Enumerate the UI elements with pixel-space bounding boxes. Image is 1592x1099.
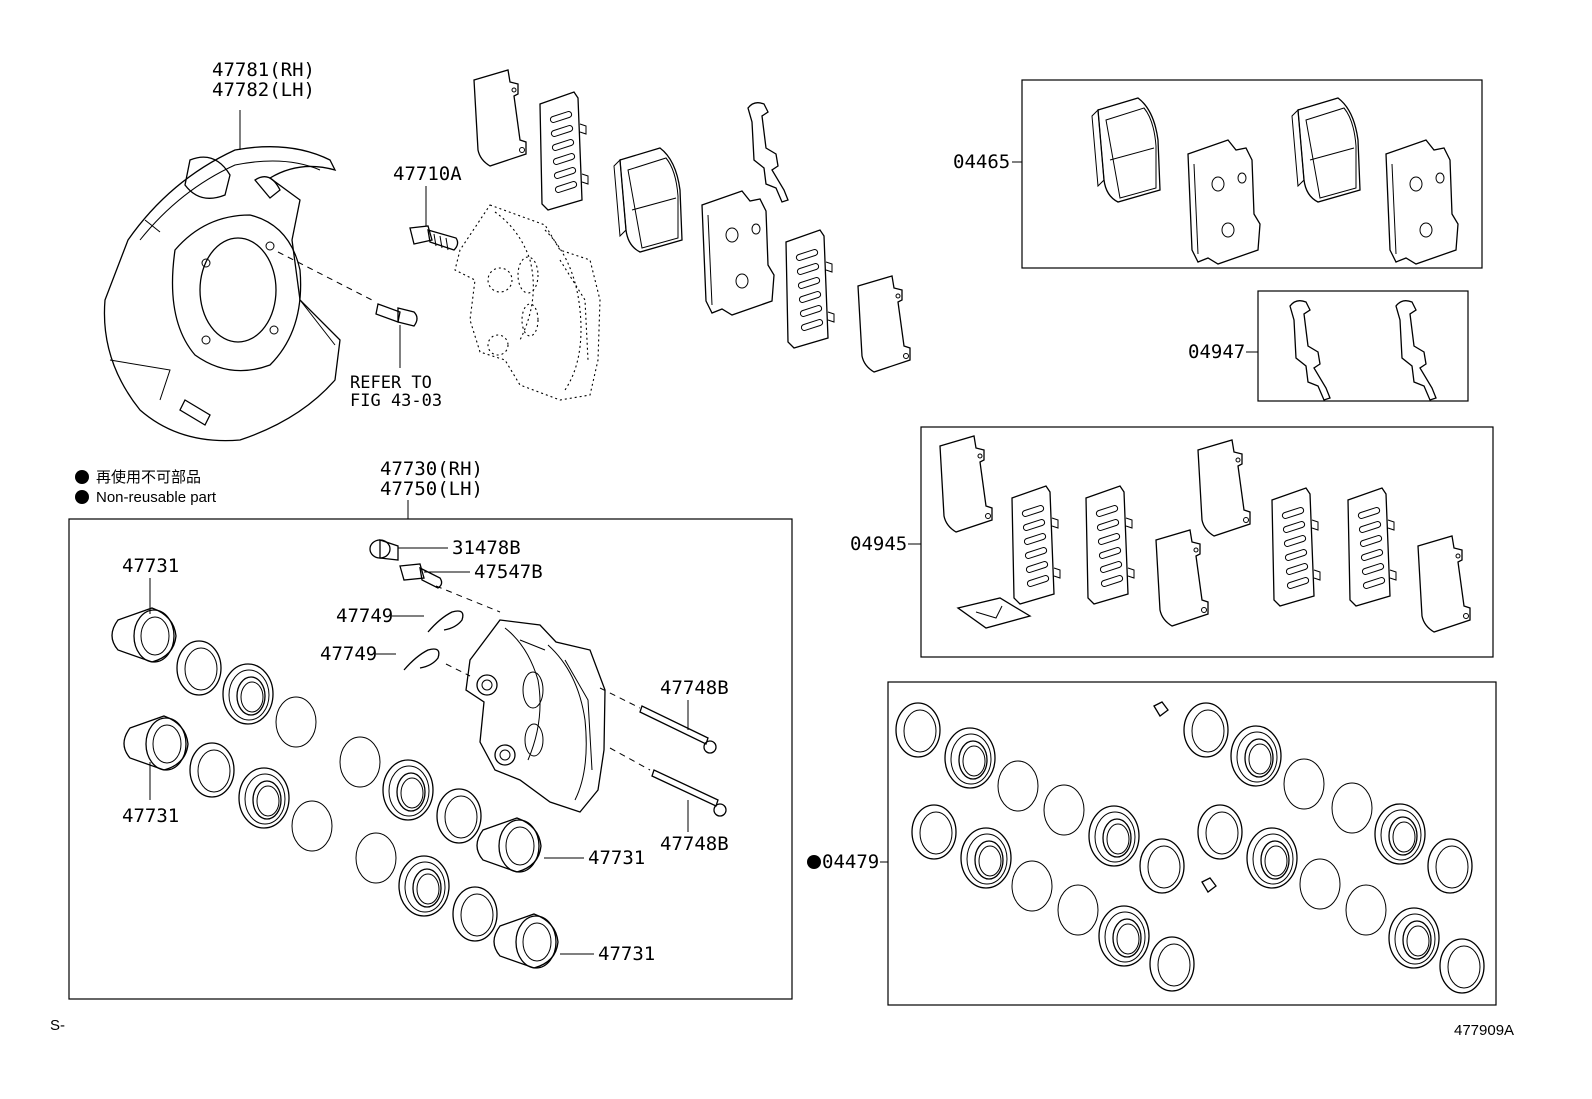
diagram-id: 477909A bbox=[1454, 1022, 1514, 1039]
clip-a-drawing bbox=[427, 610, 464, 633]
caliper-top-drawing bbox=[454, 204, 601, 401]
label-caliper-rh: 47730(RH) bbox=[380, 458, 483, 480]
label-shield-rh: 47781(RH) bbox=[212, 59, 315, 81]
label-bolt: 47710A bbox=[393, 163, 462, 185]
slide-pin-2-drawing bbox=[651, 769, 727, 817]
o-ring-drawing bbox=[339, 736, 381, 788]
bleeder-screw-drawing bbox=[399, 563, 470, 589]
label-shield-lh: 47782(LH) bbox=[212, 79, 315, 101]
footer-left: S- bbox=[50, 1017, 65, 1034]
caliper-assembly-box bbox=[68, 518, 793, 1000]
label-piston-4: 47731 bbox=[598, 943, 655, 965]
pad-kit-drawing bbox=[1091, 97, 1459, 265]
label-bleeder: 47547B bbox=[474, 561, 543, 583]
seal-ring-drawing bbox=[452, 886, 498, 942]
label-clip-a: 47749 bbox=[336, 605, 393, 627]
seal-ring-drawing bbox=[382, 759, 434, 821]
non-reusable-dot bbox=[75, 490, 89, 504]
o-ring-drawing bbox=[275, 696, 317, 748]
label-cap: 31478B bbox=[452, 537, 521, 559]
label-pin-2: 47748B bbox=[660, 833, 729, 855]
piston-2-drawing bbox=[123, 715, 189, 771]
non-reusable-dot bbox=[75, 470, 89, 484]
seal-ring-drawing bbox=[238, 767, 290, 829]
label-pad-kit: 04465 bbox=[953, 151, 1010, 173]
seal-ring-drawing bbox=[176, 640, 222, 696]
mount-bolt-drawing bbox=[375, 303, 418, 368]
bleeder-cap-drawing bbox=[369, 539, 448, 561]
caliper-bolt-drawing bbox=[409, 225, 459, 251]
o-ring-drawing bbox=[355, 832, 397, 884]
shim-kit-box bbox=[920, 426, 1494, 658]
spring-kit-drawing bbox=[1289, 300, 1437, 401]
spring-kit-box bbox=[1257, 290, 1469, 402]
seal-ring-drawing bbox=[436, 788, 482, 844]
note-non-reusable-en: Non-reusable part bbox=[96, 489, 217, 506]
non-reusable-dot bbox=[807, 855, 821, 869]
seal-ring-drawing bbox=[398, 855, 450, 917]
label-piston-2: 47731 bbox=[122, 805, 179, 827]
top-pad-row-drawing bbox=[473, 69, 911, 373]
seal-ring-drawing bbox=[222, 663, 274, 725]
label-shim-kit: 04945 bbox=[850, 533, 907, 555]
note-non-reusable-jp: 再使用不可部品 bbox=[96, 469, 201, 486]
clip-b-drawing bbox=[403, 648, 440, 671]
seal-kit-box bbox=[887, 681, 1497, 1006]
shim-kit-drawing bbox=[939, 435, 1471, 633]
label-refer-2: FIG 43-03 bbox=[350, 391, 442, 411]
label-clip-b: 47749 bbox=[320, 643, 377, 665]
label-spring-kit: 04947 bbox=[1188, 341, 1245, 363]
piston-1-drawing bbox=[111, 607, 177, 663]
label-refer-1: REFER TO bbox=[350, 373, 432, 393]
label-piston-3: 47731 bbox=[588, 847, 645, 869]
label-seal-kit: 04479 bbox=[822, 851, 879, 873]
caliper-body-drawing bbox=[465, 619, 606, 813]
piston-4-drawing bbox=[493, 913, 559, 969]
seal-ring-drawing bbox=[189, 742, 235, 798]
seal-kit-drawing bbox=[895, 701, 1485, 994]
piston-3-drawing bbox=[476, 817, 542, 873]
slide-pin-1-drawing bbox=[639, 705, 717, 754]
dust-shield-drawing bbox=[103, 110, 341, 442]
label-caliper-lh: 47750(LH) bbox=[380, 478, 483, 500]
label-pin-1: 47748B bbox=[660, 677, 729, 699]
label-piston-1: 47731 bbox=[122, 555, 179, 577]
o-ring-drawing bbox=[291, 800, 333, 852]
pad-kit-box bbox=[1021, 79, 1483, 269]
